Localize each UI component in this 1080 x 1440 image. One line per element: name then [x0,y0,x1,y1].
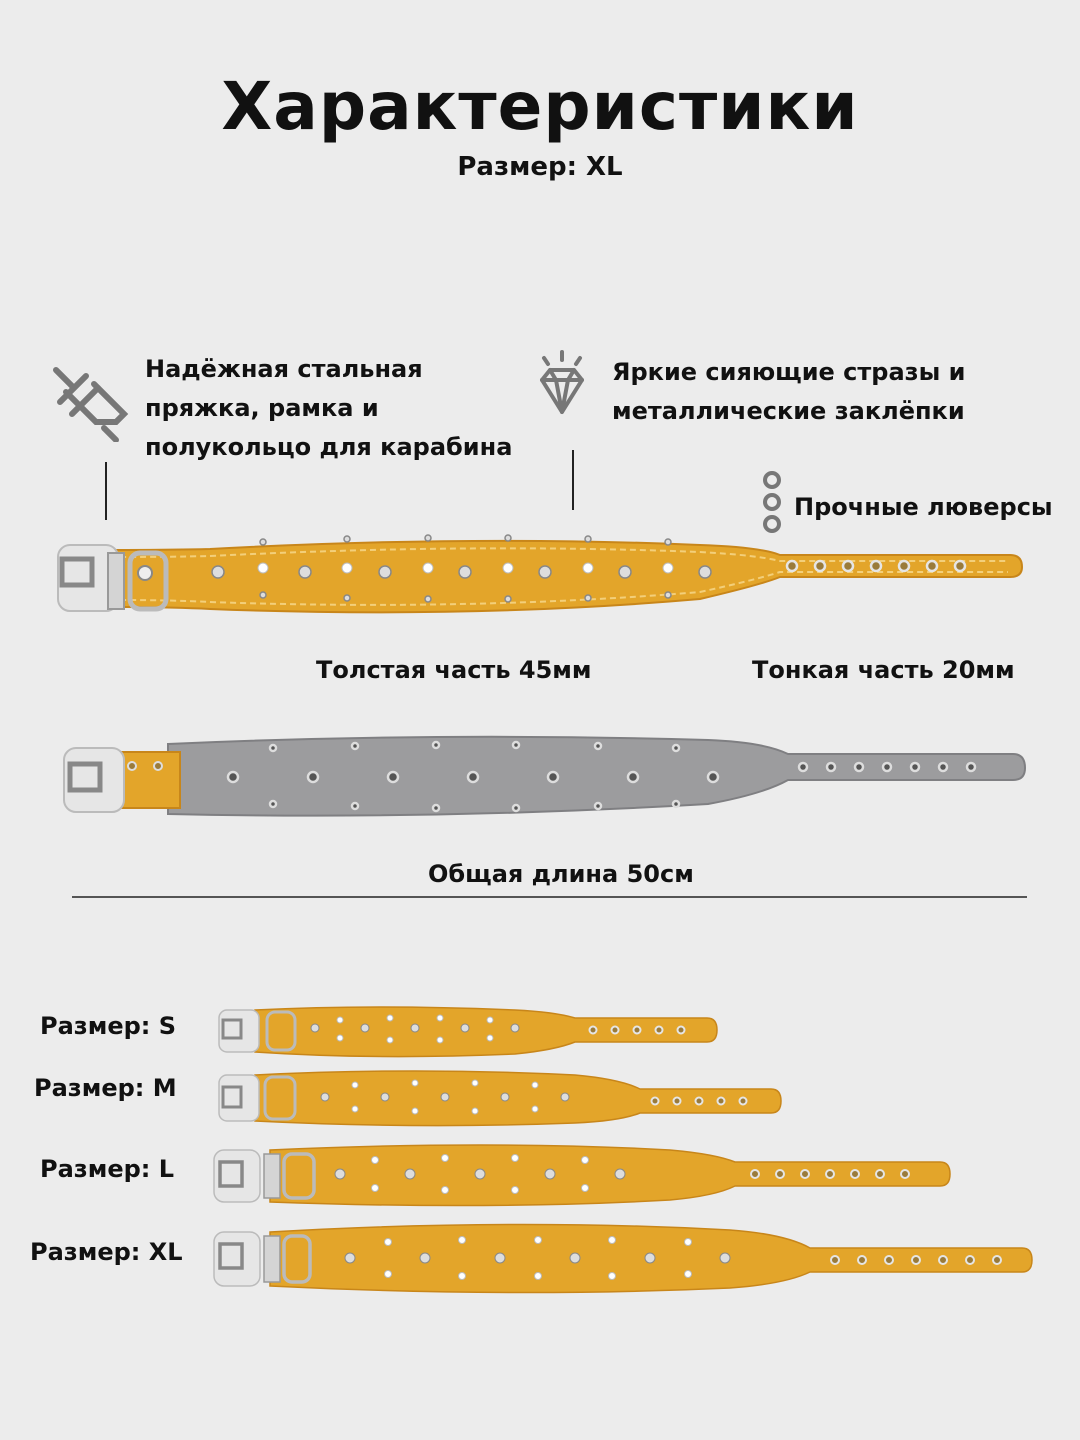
feature-line: Яркие сияющие стразы и [612,358,966,386]
main-collar [57,534,1024,614]
feature-line: пряжка, рамка и [145,394,379,422]
size-label-l: Размер: L [40,1155,175,1183]
felt-collar [63,735,1027,817]
thick-part-label: Толстая часть 45мм [316,656,592,684]
pointer-line [105,462,107,520]
pointer-line [572,450,574,510]
page-title: Характеристики [221,68,859,145]
collar-size-l [213,1144,951,1207]
size-label-m: Размер: M [34,1074,177,1102]
collar-size-xl [213,1223,1033,1294]
feature-line: металлические заклёпки [612,397,965,425]
diamond-icon [522,350,602,430]
feature-line: полукольцо для карабина [145,433,513,461]
buckle-icon [52,362,132,443]
feature-buckle-text: Надёжная стальная пряжка, рамка и полуко… [145,350,512,467]
page-subtitle: Размер: XL [457,152,623,182]
rings-icon [760,470,786,534]
size-label-s: Размер: S [40,1012,177,1040]
collar-size-s [218,1006,718,1058]
divider [72,896,1027,898]
collar-size-m [218,1070,782,1127]
thin-part-label: Тонкая часть 20мм [752,656,1015,684]
total-length-label: Общая длина 50см [428,860,694,888]
feature-grommets-text: Прочные люверсы [794,493,1053,521]
feature-line: Надёжная стальная [145,355,423,383]
feature-rhinestones-text: Яркие сияющие стразы и металлические зак… [612,353,966,431]
size-label-xl: Размер: XL [30,1238,183,1266]
